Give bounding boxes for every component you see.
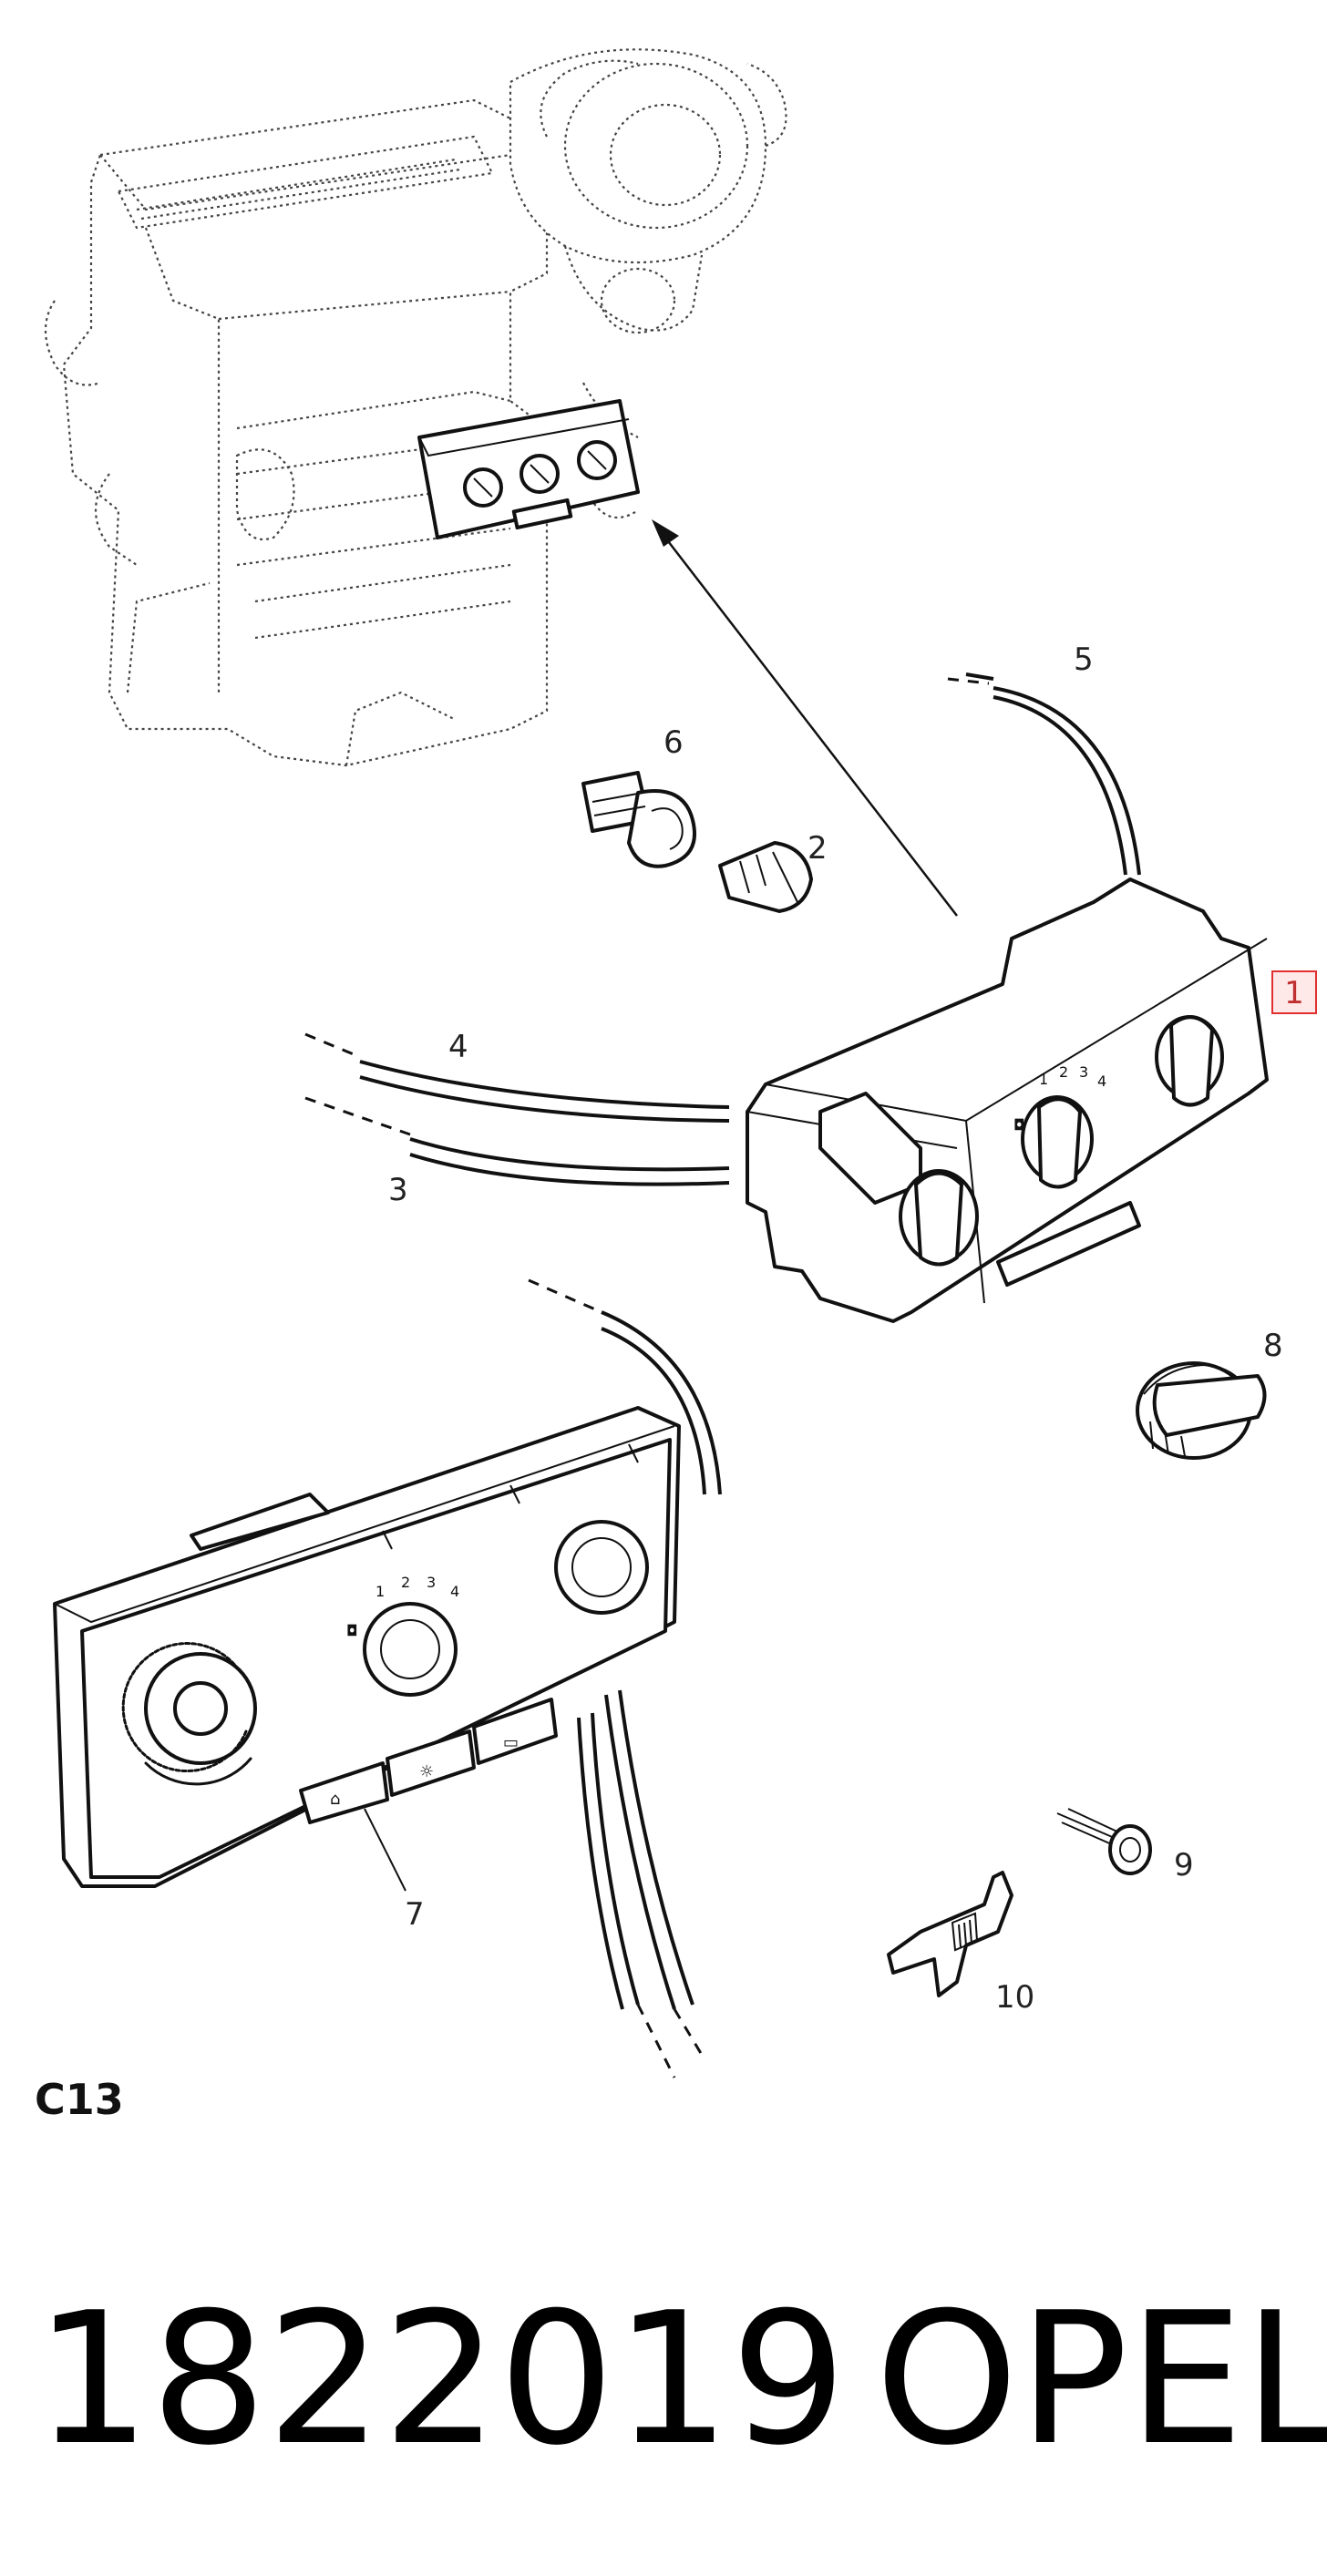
svg-text:◘: ◘ [346,1622,358,1639]
svg-text:2: 2 [401,1574,410,1591]
svg-text:3: 3 [427,1574,436,1591]
cable-5-illustration [947,672,1141,876]
screw-part-9 [1056,1808,1152,1875]
install-arrow [652,519,958,917]
svg-text:1: 1 [375,1583,385,1600]
svg-text:2: 2 [1059,1063,1068,1081]
panel-lower-cables [577,1689,704,2078]
cable-4-illustration [304,1032,730,1123]
svg-text:☼: ☼ [419,1762,434,1781]
callout-highlight-1: 1 [1271,970,1317,1014]
panel-upper-cable [528,1278,722,1495]
callout-9: 9 [1174,1847,1194,1883]
bulb-part-2 [718,841,813,913]
callout-6: 6 [664,724,684,761]
heater-housing-illustration [45,48,787,767]
callout-10: 10 [995,1979,1034,2016]
callout-7: 7 [405,1896,425,1933]
svg-text:1: 1 [1039,1071,1048,1088]
callout-8: 8 [1263,1328,1283,1364]
clip-part-10 [887,1871,1013,1997]
svg-text:4: 4 [450,1583,459,1600]
part-number: 1822019 [35,2273,847,2486]
cable-3-illustration [304,1096,730,1186]
callout-4: 4 [448,1029,468,1065]
installed-control-panel-illustration [417,399,640,539]
callout-3: 3 [388,1172,408,1208]
svg-text:4: 4 [1097,1072,1106,1090]
brand-name: OPEL [875,2273,1327,2486]
bulb-holder-part-6 [581,771,696,868]
control-unit-part-1: ◘ 1 2 3 4 [746,877,1269,1323]
svg-text:3: 3 [1079,1063,1088,1081]
svg-text:◘: ◘ [1013,1116,1025,1134]
section-code: C13 [35,2075,124,2124]
callout-5: 5 [1074,641,1094,678]
front-control-panel: ◘ 1 2 3 4 ⌂ ☼ ▭ [53,1406,681,1892]
svg-text:⌂: ⌂ [330,1790,340,1809]
callout-2: 2 [808,830,828,867]
svg-text:▭: ▭ [503,1733,519,1752]
callout-1: 1 [1284,975,1304,1011]
knob-part-8 [1136,1361,1267,1460]
